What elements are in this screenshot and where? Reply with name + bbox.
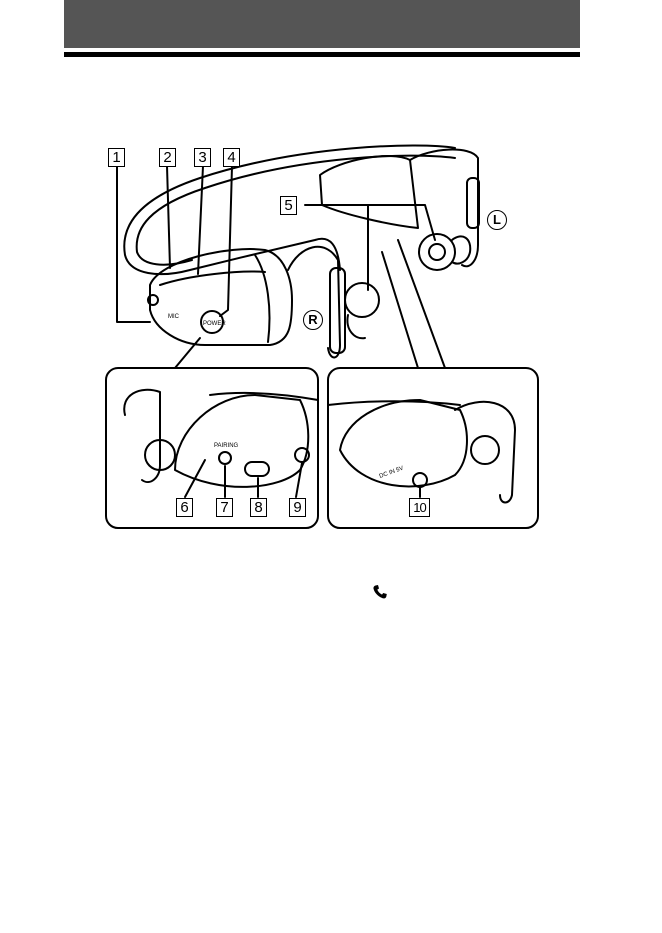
right-earbud-outer xyxy=(345,283,379,317)
right-housing-ridge xyxy=(255,255,269,342)
callout-1: 1 xyxy=(108,148,125,167)
dc-in-label: DC IN 5V xyxy=(379,466,405,480)
callout-7: 7 xyxy=(216,498,233,517)
zoom-line-right-1 xyxy=(382,252,418,368)
callout-6: 6 xyxy=(176,498,193,517)
callout-2: 2 xyxy=(159,148,176,167)
leader-6 xyxy=(185,460,205,497)
inset-right xyxy=(328,368,538,528)
leader-2 xyxy=(167,166,170,268)
pairing-button xyxy=(219,452,231,464)
inset-left-body xyxy=(175,395,308,487)
left-side-marker: L xyxy=(487,210,507,230)
callout-5: 5 xyxy=(280,196,297,215)
leader-1 xyxy=(117,166,150,322)
mic-label: MIC xyxy=(168,314,180,320)
callout-10: 10 xyxy=(409,498,430,517)
power-label: POWER xyxy=(203,321,226,327)
callout-4: 4 xyxy=(223,148,240,167)
leader-9 xyxy=(296,463,302,497)
right-hook xyxy=(288,247,340,358)
left-earbud-inner xyxy=(429,244,445,260)
inset-right-body xyxy=(340,400,467,486)
callout-9: 9 xyxy=(289,498,306,517)
pairing-label: PAIRING xyxy=(214,443,239,449)
leader-4 xyxy=(220,166,232,316)
right-earbud-stem xyxy=(347,315,365,338)
inset-right-earbud xyxy=(471,436,499,464)
left-earbud-outer xyxy=(419,234,455,270)
callout-8: 8 xyxy=(250,498,267,517)
call-button xyxy=(245,462,269,476)
callout-3: 3 xyxy=(194,148,211,167)
right-side-marker: R xyxy=(303,310,323,330)
phone-icon xyxy=(372,584,388,600)
leader-3 xyxy=(198,166,203,274)
